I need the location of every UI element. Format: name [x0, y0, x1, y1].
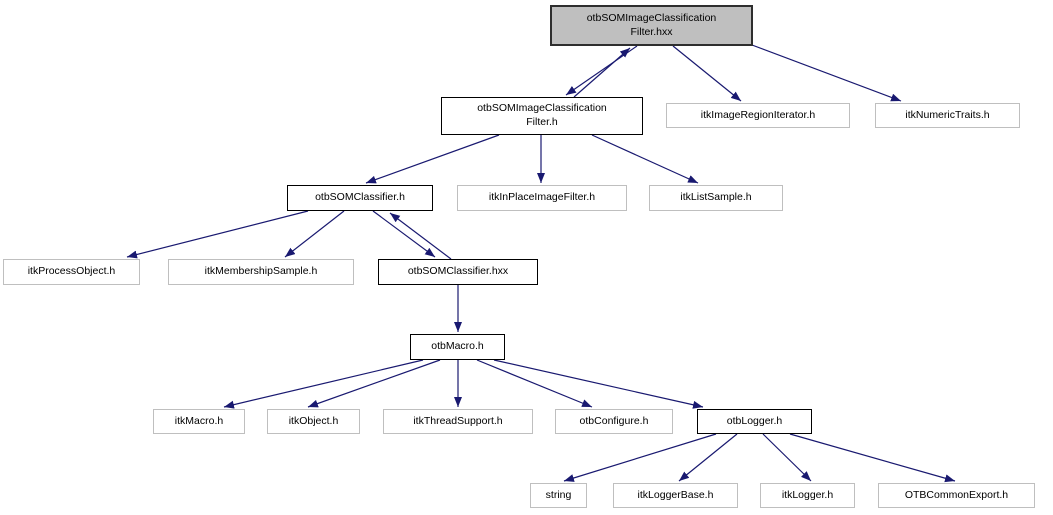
node-otbsomimageclassificationfilter-hxx: otbSOMImageClassification Filter.hxx [550, 5, 753, 46]
edge-somclassifierh-to-somclassifierhxx [372, 210, 436, 258]
node-itkinplaceimagefilter-h: itkInPlaceImageFilter.h [457, 185, 627, 211]
edge-somclassifierh-to-processobject [126, 210, 309, 259]
node-otbconfigure-h: otbConfigure.h [555, 409, 673, 434]
node-string: string [530, 483, 587, 508]
edge-filterhxx-to-imageregioniterator [672, 45, 742, 102]
node-itknumerictraits-h: itkNumericTraits.h [875, 103, 1020, 128]
edge-somclassifierhxx-to-somclassifierh [389, 212, 452, 260]
edge-otblogger-to-string [563, 433, 717, 482]
edge-filterh-to-somclassifierh [365, 134, 500, 184]
node-otbsomclassifier-h[interactable]: otbSOMClassifier.h [287, 185, 433, 211]
node-otbmacro-h[interactable]: otbMacro.h [410, 334, 505, 360]
edge-filterh-to-filterhxx [573, 47, 631, 98]
node-itkprocessobject-h: itkProcessObject.h [3, 259, 140, 285]
node-itkobject-h: itkObject.h [267, 409, 360, 434]
edge-otblogger-to-itklogger [762, 433, 812, 482]
edge-otblogger-to-itkloggerbase [678, 433, 738, 482]
node-otbsomimageclassificationfilter-h[interactable]: otbSOMImageClassification Filter.h [441, 97, 643, 135]
node-itkmembershipsample-h: itkMembershipSample.h [168, 259, 354, 285]
node-itklogger-h: itkLogger.h [760, 483, 855, 508]
edge-otblogger-to-otbcommonexport [789, 433, 956, 483]
edge-somclassifierh-to-membershipsample [284, 210, 345, 258]
node-itkimageregioniterator-h: itkImageRegionIterator.h [666, 103, 850, 128]
node-itklistsample-h: itkListSample.h [649, 185, 783, 211]
edge-filterhxx-to-numerictraits [751, 44, 902, 102]
edge-otbmacro-to-otblogger [493, 359, 704, 409]
edge-filterh-to-listsample [591, 134, 699, 184]
edge-otbmacro-to-itkobject [307, 359, 441, 408]
node-otbsomclassifier-hxx[interactable]: otbSOMClassifier.hxx [378, 259, 538, 285]
node-itkmacro-h: itkMacro.h [153, 409, 245, 434]
edge-otbmacro-to-otbconfigure [476, 359, 593, 408]
node-itkloggerbase-h: itkLoggerBase.h [613, 483, 738, 508]
edge-filterhxx-to-filterh [565, 45, 638, 96]
node-itkthreadsupport-h: itkThreadSupport.h [383, 409, 533, 434]
node-otblogger-h[interactable]: otbLogger.h [697, 409, 812, 434]
node-otbcommonexport-h: OTBCommonExport.h [878, 483, 1035, 508]
edge-otbmacro-to-itkmacro [223, 359, 424, 409]
